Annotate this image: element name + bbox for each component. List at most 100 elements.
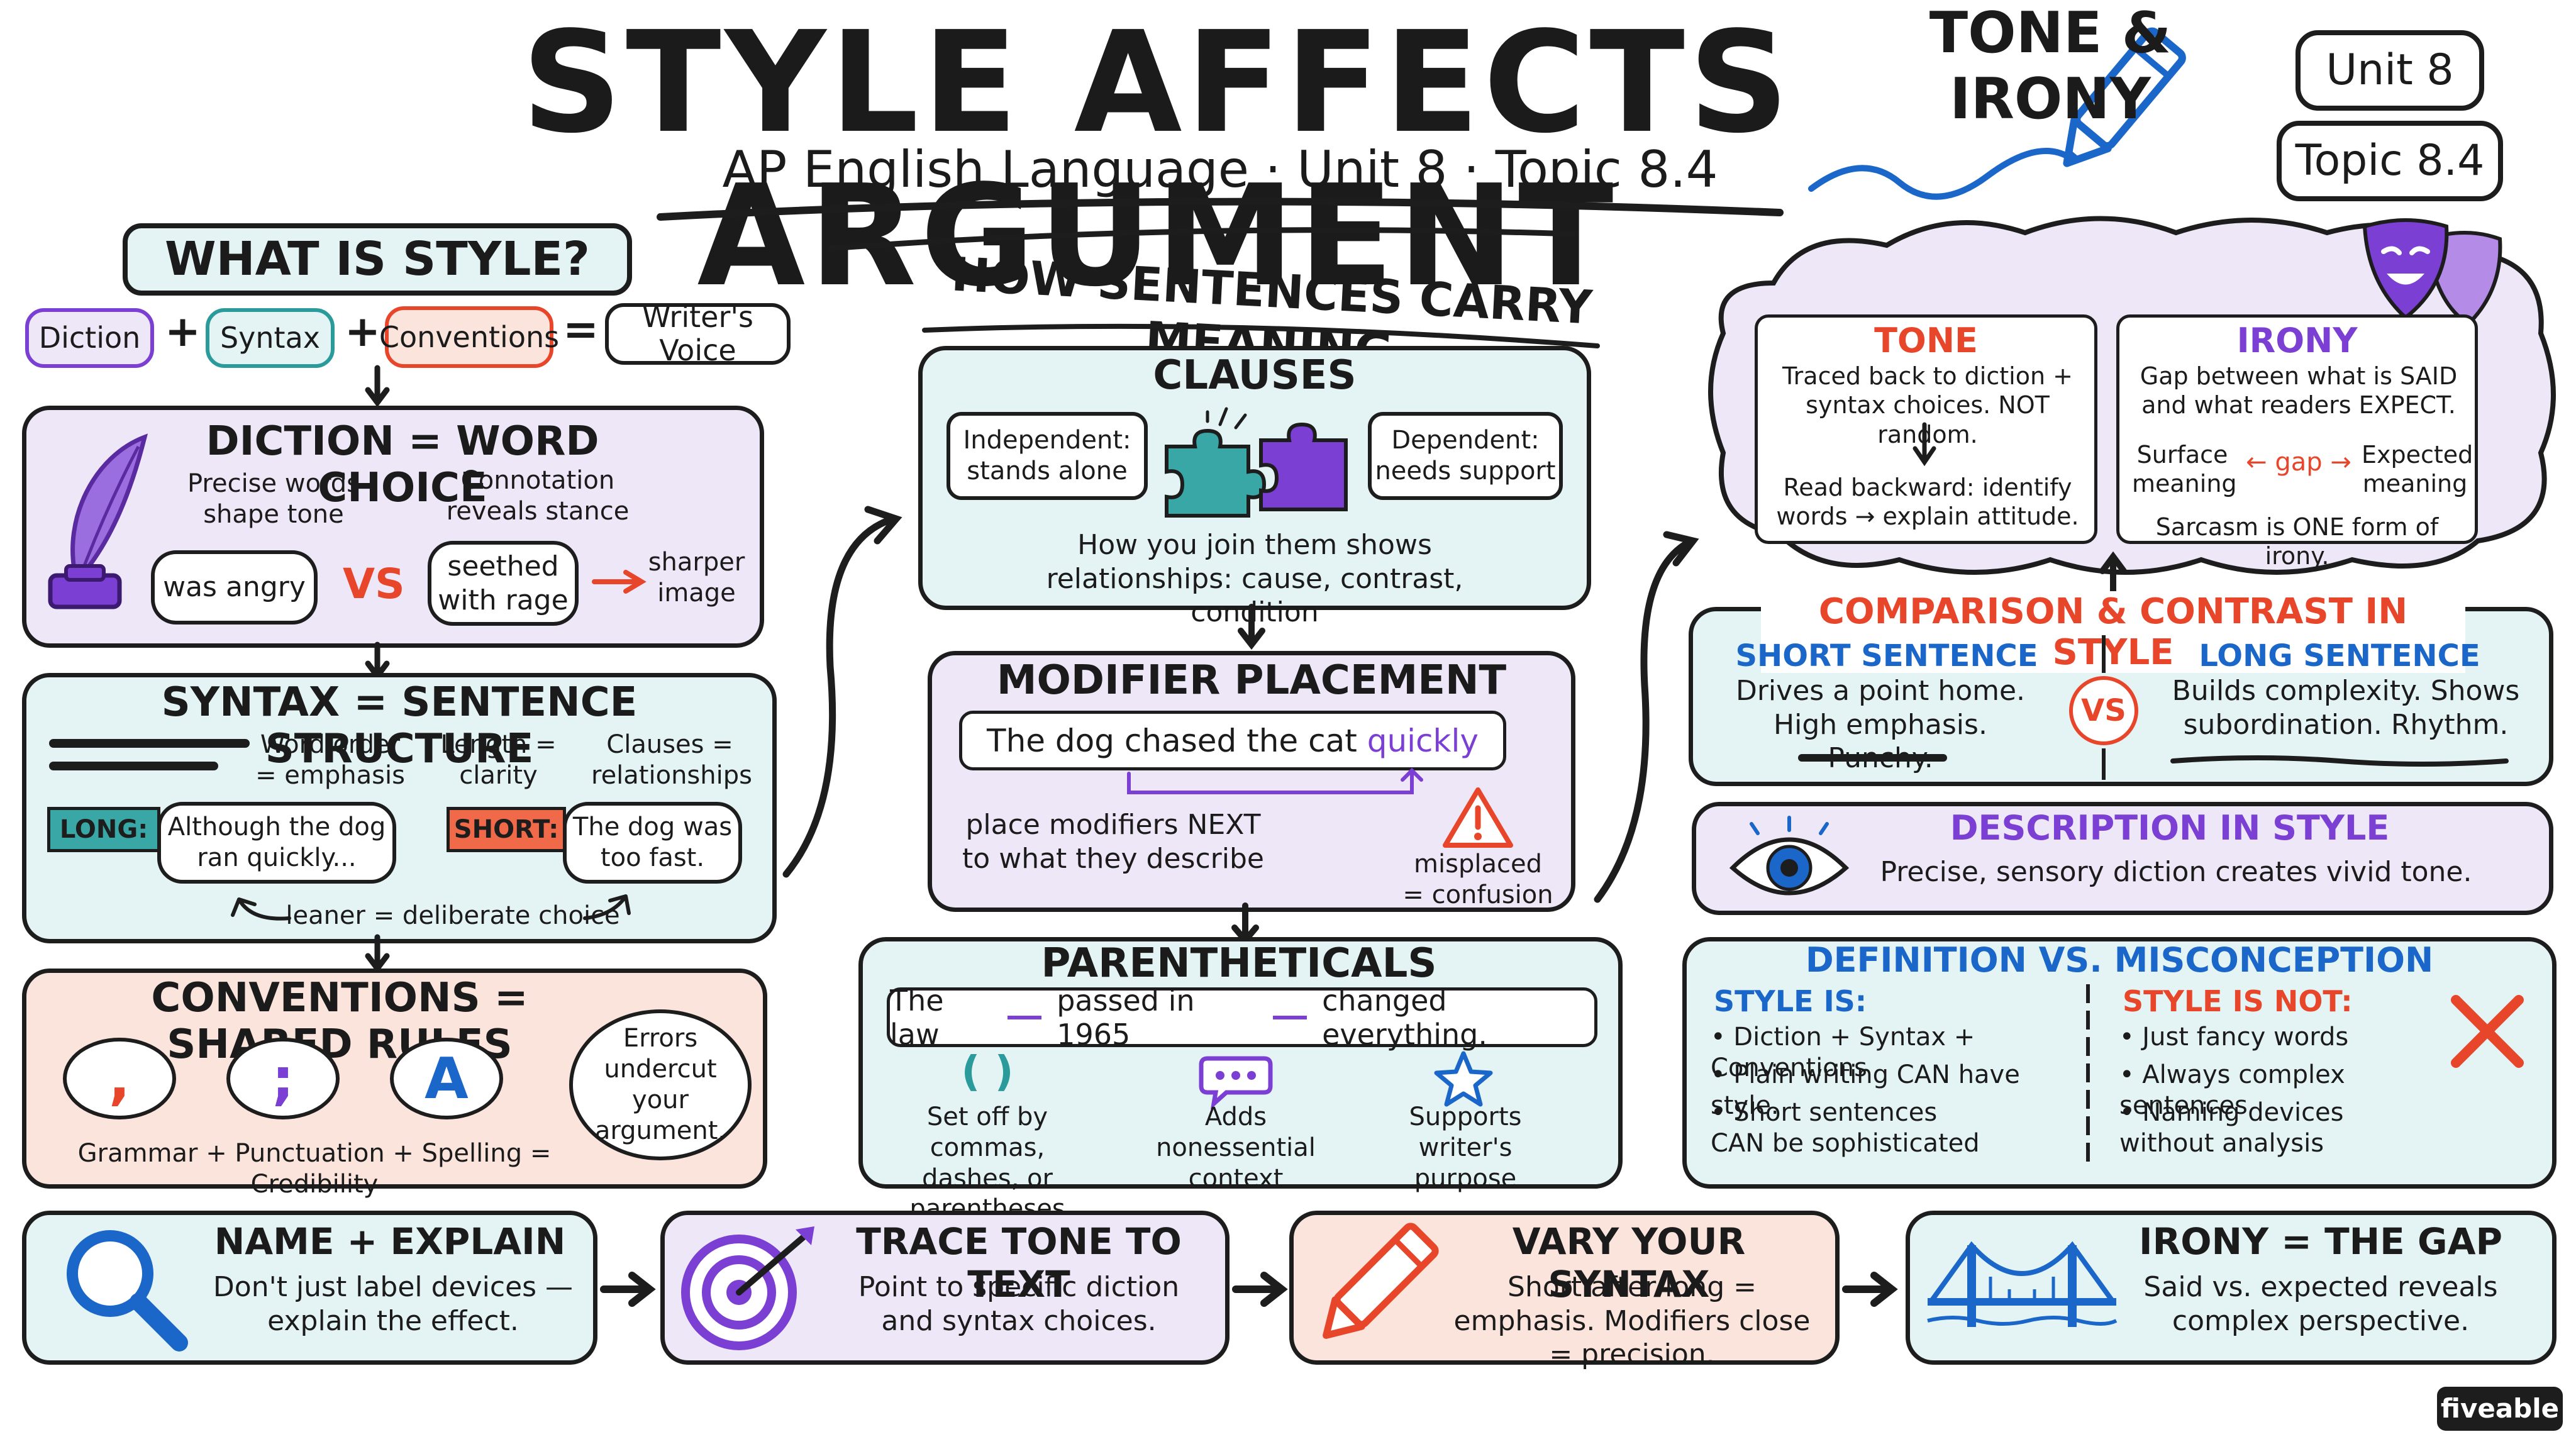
arrow-right-icon [1842,1272,1898,1307]
arrow-down-icon [365,365,390,408]
modifier-word: quickly [1367,722,1479,759]
page-title: STYLE AFFECTS ARGUMENT [521,2,1793,318]
modifier-bracket-arrow [1127,767,1423,794]
fiveable-logo[interactable]: fiveable [2437,1387,2563,1431]
quill-icon [48,433,148,609]
equals-sign: = [563,305,599,355]
arrow-down-icon [1913,422,1936,467]
style-is-item: • Short sentences CAN be sophisticated [1711,1098,1980,1158]
speech-dots-icon [1199,1056,1273,1110]
what-is-style-heading: WHAT IS STYLE? [123,223,632,296]
definition-divider [2086,984,2090,1167]
style-is-not-item: • Just fancy words [2119,1023,2349,1052]
letter-a-symbol: A [390,1038,503,1119]
clauses-footer: How you join them shows relationships: c… [1046,529,1463,629]
example-part-a: The law [890,983,944,1052]
tip-title: NAME + EXPLAIN [214,1220,566,1263]
diction-note-connotation: Connotation reveals stance [446,466,630,526]
style-is-not-item: • Naming devices without analysis [2119,1098,2344,1158]
speech-bubble-was-angry: was angry [151,550,318,625]
example-part-b: passed in 1965 [1057,983,1195,1052]
star-icon [1434,1051,1493,1107]
sentences-underline [922,323,1600,348]
irony-card [2116,314,2478,544]
tip-card-irony-gap [1906,1211,2557,1365]
description-text: Precise, sensory diction creates vivid t… [1880,856,2472,888]
speech-bubble-long: Although the dog ran quickly... [157,802,396,884]
unit-badge: Unit 8 [2296,30,2484,111]
curved-arrows-icon [231,894,631,921]
style-is-item: • Plain writing CAN have style. [1711,1060,2020,1120]
syntax-heading: SYNTAX = SENTENCE STRUCTURE [161,679,638,772]
tip-title: IRONY = THE GAP [2139,1220,2502,1263]
magnifier-icon [67,1230,188,1352]
expected-meaning: Expected meaning [2362,441,2473,498]
modifier-sentence-start: The dog chased the cat [987,722,1367,759]
speech-bubble-errors: Errors undercut your argument. [569,1009,752,1160]
short-line-icon [1798,754,1947,762]
modifier-example-sentence: The dog chased the cat quickly [959,711,1506,770]
arrow-right-icon [600,1272,656,1307]
curved-arrow-up-icon [1594,531,1699,903]
plus-sign-2: + [345,307,380,357]
pencil-icon [2063,27,2186,167]
parentheticals-col2: Adds nonessential context [1156,1102,1316,1193]
style-is-title: STYLE IS: [1714,984,1867,1018]
diction-heading: DICTION = WORD CHOICE [206,418,599,511]
comparison-heading: COMPARISON & CONTRAST IN STYLE [1761,591,2465,673]
comma-symbol: , [63,1038,176,1119]
long-sentence-text: Builds complexity. Shows subordination. … [2172,675,2520,741]
eye-icon [1729,816,1850,896]
page-subtitle: AP English Language · Unit 8 · Topic 8.4 [722,140,1718,199]
lines-icon [49,739,250,770]
plus-sign-1: + [165,307,201,357]
independent-clause-box: Independent: stands alone [947,412,1148,500]
arrow-down-icon [1238,604,1265,650]
target-icon [681,1226,814,1350]
long-wavy-line-icon [2170,755,2509,767]
parentheses-icon: ( ) [961,1047,1014,1096]
dash-icon [1007,1015,1042,1019]
syntax-note-clauses: Clauses = relationships [591,730,752,790]
syntax-note-length: Length = clarity [440,730,557,790]
sarcasm-note: Sarcasm is ONE form of irony. [2155,513,2439,570]
speech-bubble-short: The dog was too fast. [563,802,742,884]
tip-text: Point to specific diction and syntax cho… [858,1271,1180,1337]
arrow-right-icon [1232,1272,1288,1307]
parentheticals-heading: PARENTHETICALS [1041,940,1437,987]
pencil-icon [1323,1223,1439,1339]
example-part-c: changed everything. [1322,983,1487,1052]
surface-meaning: Surface meaning [2132,441,2237,498]
long-tag: LONG: [47,807,160,852]
definition-panel [1682,937,2557,1189]
diction-panel [22,406,764,648]
parentheticals-col3: Supports writer's purpose [1409,1102,1522,1193]
dependent-clause-box: Dependent: needs support [1368,412,1563,500]
tone-text: Traced back to diction + syntax choices.… [1782,362,2073,448]
style-is-item: • Diction + Syntax + Conventions [1711,1023,1975,1082]
parenthetical-example: The law passed in 1965 changed everythin… [887,984,1597,1052]
tone-title: TONE [1874,321,1978,360]
description-heading: DESCRIPTION IN STYLE [1950,808,2390,848]
semicolon-symbol: ; [226,1038,340,1119]
syntax-footer: leaner = deliberate choice [286,901,620,930]
tip-text: Don't just label devices — explain the e… [213,1271,574,1337]
modifier-panel [928,651,1575,912]
x-mark-icon [2451,995,2524,1068]
puzzle-pieces-icon [1165,407,1348,518]
short-sentence-title: SHORT SENTENCE [1735,638,2038,674]
diction-note-precise: Precise words shape tone [187,469,360,529]
conventions-heading: CONVENTIONS = SHARED RULES [151,975,528,1068]
gap-label: ← gap → [2246,448,2351,477]
curved-arrow-up-icon [782,506,902,878]
arrow-right-icon [592,570,647,594]
diction-result: sharper image [648,548,745,608]
tip-text: Said vs. expected reveals complex perspe… [2143,1271,2498,1337]
tone-irony-heading: TONE & IRONY [1929,0,2172,132]
tip-title: VARY YOUR SYNTAX [1512,1220,1746,1306]
gap-text: gap [2275,448,2323,477]
irony-text: Gap between what is SAID and what reader… [2140,362,2458,419]
comparison-vs-badge: VS [2069,676,2138,745]
arrow-up-icon [2099,551,2127,597]
